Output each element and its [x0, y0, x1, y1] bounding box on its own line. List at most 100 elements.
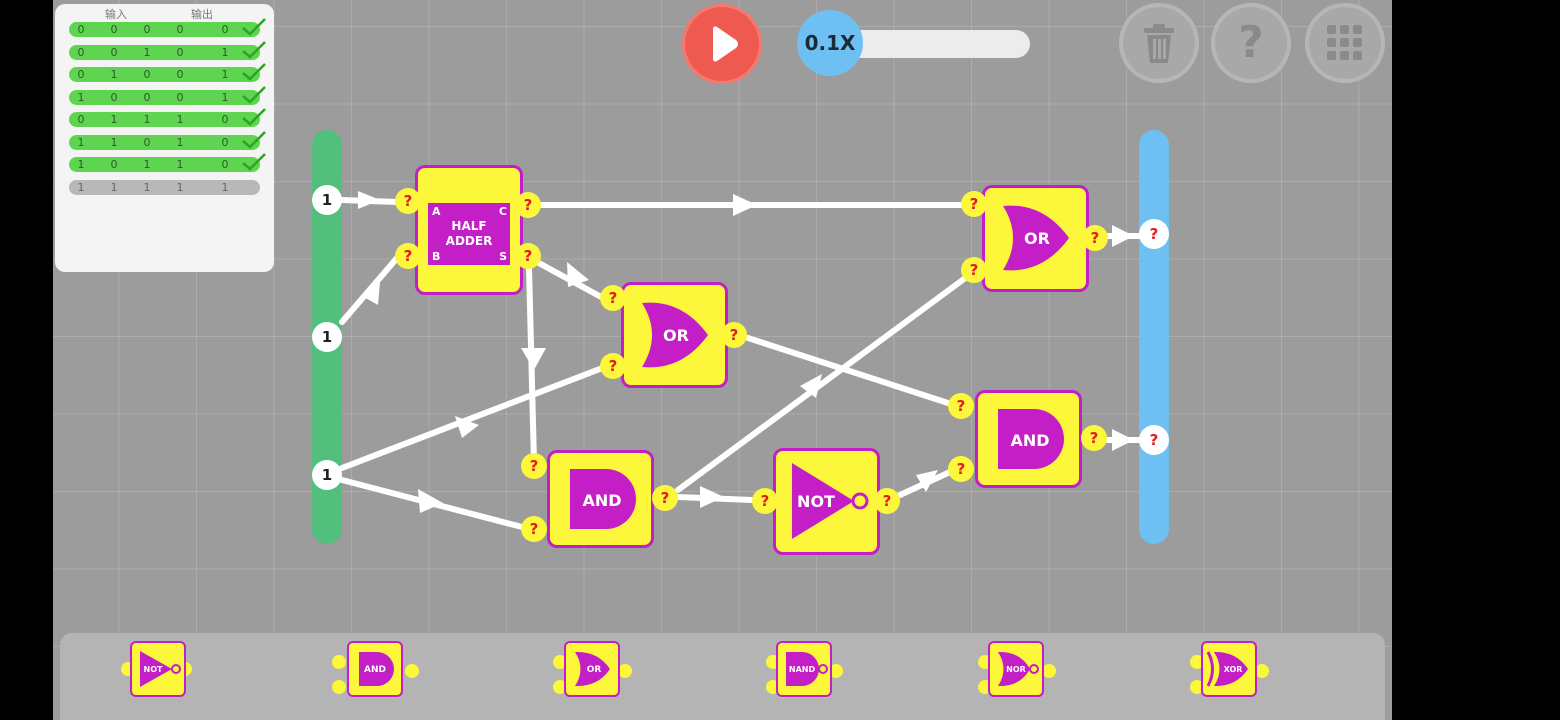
truth-table-cell: 0 [110, 23, 118, 36]
or-middle-output[interactable]: ? [721, 322, 747, 348]
output-node-2: ? [1139, 425, 1169, 455]
palette-xor-pin [1255, 664, 1269, 678]
half-adder-line2: ADDER [446, 234, 493, 248]
half-adder-line1: HALF [451, 219, 486, 233]
svg-text:OR: OR [587, 665, 602, 675]
truth-table-cell: 0 [221, 113, 229, 126]
nor-gate-icon: NOR [998, 651, 1039, 687]
play-button[interactable] [682, 4, 762, 84]
truth-table-cell: 0 [176, 90, 184, 104]
half-adder-output-c[interactable]: ? [515, 192, 541, 218]
input-node-3[interactable]: 1 [312, 460, 342, 490]
and-gate-symbol: AND [998, 409, 1064, 469]
or-gate-symbol: OR [1003, 205, 1069, 271]
output-rail [1139, 130, 1169, 544]
svg-text:NOT: NOT [144, 665, 163, 674]
not-input[interactable]: ? [752, 488, 778, 514]
truth-table-cell: 0 [221, 135, 229, 149]
truth-table-outputs-header: 输出 [191, 8, 213, 21]
truth-table-cell: 0 [143, 23, 151, 36]
truth-table-cell: 1 [221, 68, 229, 81]
speed-slider-knob[interactable]: 0.1X [797, 10, 863, 76]
truth-table-cell: 1 [176, 135, 184, 149]
or-gate-symbol: OR [642, 302, 708, 368]
or-top-output[interactable]: ? [1082, 225, 1108, 251]
gate-palette [60, 633, 1385, 720]
half-adder-output-s[interactable]: ? [515, 243, 541, 269]
svg-text:NAND: NAND [789, 665, 816, 674]
and-gate-right[interactable]: AND [975, 390, 1082, 488]
menu-button[interactable] [1305, 3, 1385, 83]
grid-menu-icon [1327, 25, 1362, 60]
palette-or-pin [553, 680, 567, 694]
and-lower-output[interactable]: ? [652, 485, 678, 511]
palette-xor-gate[interactable]: XOR [1201, 641, 1257, 697]
speed-slider-track[interactable] [840, 30, 1030, 58]
or-top-input-1[interactable]: ? [961, 191, 987, 217]
truth-table-cell: 1 [110, 180, 118, 194]
truth-table-cell: 1 [176, 180, 184, 194]
truth-table-cell: 1 [176, 113, 184, 126]
palette-or-gate[interactable]: OR [564, 641, 620, 697]
or-top-input-2[interactable]: ? [961, 257, 987, 283]
help-button[interactable]: ? [1211, 3, 1291, 83]
truth-table-cell: 0 [77, 113, 85, 126]
truth-table-cell: 0 [143, 68, 151, 81]
truth-table-cell: 1 [110, 135, 118, 149]
truth-table-cell: 1 [110, 68, 118, 81]
palette-or-pin [553, 655, 567, 669]
palette-nor-pin [1042, 664, 1056, 678]
palette-nand-gate[interactable]: NAND [776, 641, 832, 697]
or-gate-top[interactable]: OR [982, 185, 1089, 292]
palette-and-gate[interactable]: AND [347, 641, 403, 697]
truth-table-cell: 1 [77, 180, 85, 194]
and-right-input-2[interactable]: ? [948, 456, 974, 482]
input-node-2[interactable]: 1 [312, 322, 342, 352]
truth-table-cell: 1 [77, 135, 85, 149]
svg-text:OR: OR [663, 326, 689, 345]
half-adder-block[interactable]: HALF ADDER A B C S [415, 165, 523, 295]
palette-nor-gate[interactable]: NOR [988, 641, 1044, 697]
truth-table-cell: 1 [143, 45, 151, 59]
half-adder-input-a[interactable]: ? [395, 188, 421, 214]
truth-table-cell: 1 [143, 158, 151, 171]
and-right-input-1[interactable]: ? [948, 393, 974, 419]
or-gate-middle[interactable]: OR [621, 282, 728, 388]
half-adder-input-b[interactable]: ? [395, 243, 421, 269]
trash-button[interactable] [1119, 3, 1199, 83]
svg-text:NOT: NOT [797, 492, 835, 511]
and-gate-symbol: AND [570, 469, 636, 529]
palette-or-pin [618, 664, 632, 678]
palette-and-pin [332, 655, 346, 669]
truth-table-cell: 1 [77, 90, 85, 104]
truth-table-cell: 1 [110, 113, 118, 126]
palette-not-gate[interactable]: NOT [130, 641, 186, 697]
check-icon [242, 18, 266, 36]
input-node-1[interactable]: 1 [312, 185, 342, 215]
not-output[interactable]: ? [874, 488, 900, 514]
truth-table-cell: 1 [221, 90, 229, 104]
truth-table-cell: 0 [77, 23, 85, 36]
or-middle-input-1[interactable]: ? [600, 285, 626, 311]
not-gate[interactable]: NOT [773, 448, 880, 555]
truth-table-cell: 1 [221, 45, 229, 59]
check-icon [242, 85, 266, 104]
palette-and-pin [332, 680, 346, 694]
not-gate-symbol: NOT [792, 463, 869, 539]
truth-table-cell: 0 [110, 90, 118, 104]
check-icon [242, 153, 266, 171]
check-icon [242, 40, 266, 59]
truth-table-cell: 0 [77, 45, 85, 59]
or-middle-input-2[interactable]: ? [600, 353, 626, 379]
and-right-output[interactable]: ? [1081, 425, 1107, 451]
and-lower-input-1[interactable]: ? [521, 453, 547, 479]
nand-gate-icon: NAND [786, 652, 828, 686]
and-gate-lower[interactable]: AND [547, 450, 654, 548]
and-lower-input-2[interactable]: ? [521, 516, 547, 542]
